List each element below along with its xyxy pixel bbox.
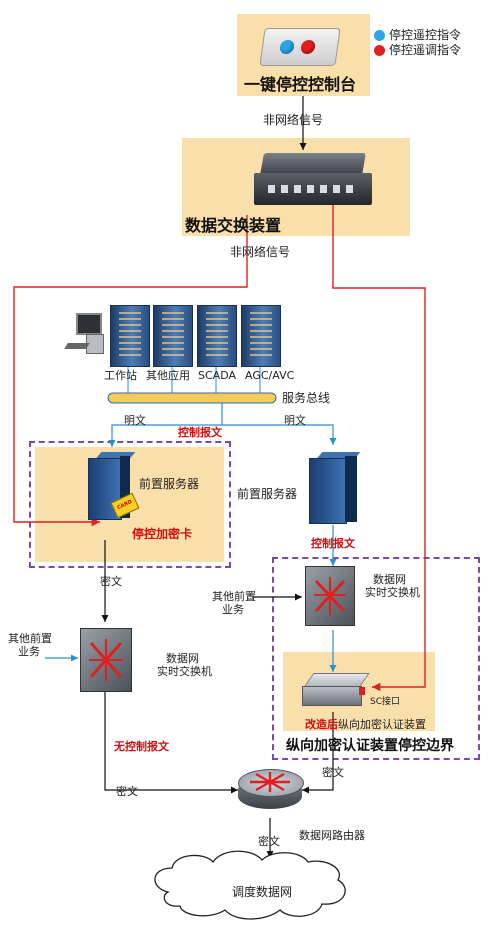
router-label: 数据网路由器 [299, 829, 365, 842]
cloud-shape [154, 850, 346, 920]
switch-left-label-1: 数据网 [166, 652, 199, 665]
switch-right-label-1: 数据网 [373, 573, 406, 586]
server-rack-icon-agc[interactable] [241, 305, 281, 367]
workstation-pc-icon[interactable] [64, 311, 106, 355]
other-business-right-2: 业务 [222, 603, 244, 616]
exchange-title: 数据交换装置 [185, 216, 282, 235]
legend-red-dot-icon [374, 45, 385, 56]
front-server-right-label: 前置服务器 [237, 487, 298, 501]
server-label-scada: SCADA [198, 369, 236, 382]
encryption-card-label: 停控加密卡 [132, 527, 193, 541]
server-label-agc: AGC/AVC [245, 369, 295, 382]
cipher-label-bottom-left: 密文 [116, 785, 138, 798]
encryptor-caption-red: 改造后 [305, 718, 338, 731]
cloud-label: 调度数据网 [232, 885, 293, 899]
legend-label-remote-adjust: 停控遥调指令 [389, 43, 462, 57]
console-device-icon[interactable] [259, 28, 341, 66]
blue-button-icon[interactable] [279, 40, 295, 54]
server-rack-icon-workstation[interactable] [110, 305, 150, 367]
control-msg-label-right: 控制报文 [311, 537, 355, 550]
red-button-icon[interactable] [300, 40, 316, 54]
plain-text-label-right: 明文 [284, 414, 306, 427]
switch-right-label-2: 实时交换机 [365, 586, 420, 599]
encryptor-caption-black: 纵向加密认证装置 [338, 718, 426, 731]
encryptor-caption: 改造后纵向加密认证装置 [305, 716, 426, 732]
no-control-msg-label: 无控制报文 [114, 740, 169, 753]
router-icon[interactable] [238, 763, 304, 819]
sc-port-label: SC接口 [370, 697, 400, 707]
router-arrows-icon [250, 772, 290, 792]
boundary-title: 纵向加密认证装置停控边界 [286, 738, 454, 754]
console-title: 一键停控控制台 [244, 75, 357, 94]
plain-text-label-left: 明文 [124, 414, 146, 427]
switch-left-arrows-icon [89, 639, 123, 681]
right-boundary [272, 557, 480, 760]
cipher-label-left: 密文 [100, 575, 122, 588]
server-rack-icon-other-apps[interactable] [153, 305, 193, 367]
cipher-label-bottom: 密文 [258, 835, 280, 848]
cipher-label-right: 密文 [322, 766, 344, 779]
other-business-right-1: 其他前置 [212, 590, 256, 603]
non-network-signal-label-1: 非网络信号 [263, 113, 324, 127]
front-server-right-icon[interactable] [309, 452, 361, 524]
card-chip-text: CARD [116, 499, 134, 512]
server-label-other-apps: 其他应用 [146, 369, 190, 382]
exchange-device-icon[interactable] [254, 153, 372, 207]
legend-label-remote-control: 停控遥控指令 [389, 28, 462, 42]
switch-left-label-2: 实时交换机 [157, 665, 212, 678]
front-server-left-icon[interactable] [88, 452, 136, 520]
control-msg-label-top: 控制报文 [178, 426, 222, 439]
legend-blue-dot-icon [374, 30, 385, 41]
server-label-workstation: 工作站 [104, 369, 137, 382]
other-business-left-2: 业务 [18, 645, 40, 658]
non-network-signal-label-2: 非网络信号 [230, 245, 291, 259]
other-business-left-1: 其他前置 [8, 632, 52, 645]
switch-arrows-icon [314, 577, 346, 615]
server-rack-icon-scada[interactable] [197, 305, 237, 367]
sc-port-icon[interactable] [359, 687, 365, 695]
switch-left-icon[interactable] [80, 628, 132, 692]
left-boundary [29, 441, 231, 568]
service-bus-label: 服务总线 [282, 391, 331, 405]
switch-right-icon[interactable] [305, 566, 355, 626]
encryptor-device-icon[interactable] [302, 673, 370, 707]
front-server-left-label: 前置服务器 [139, 477, 200, 491]
